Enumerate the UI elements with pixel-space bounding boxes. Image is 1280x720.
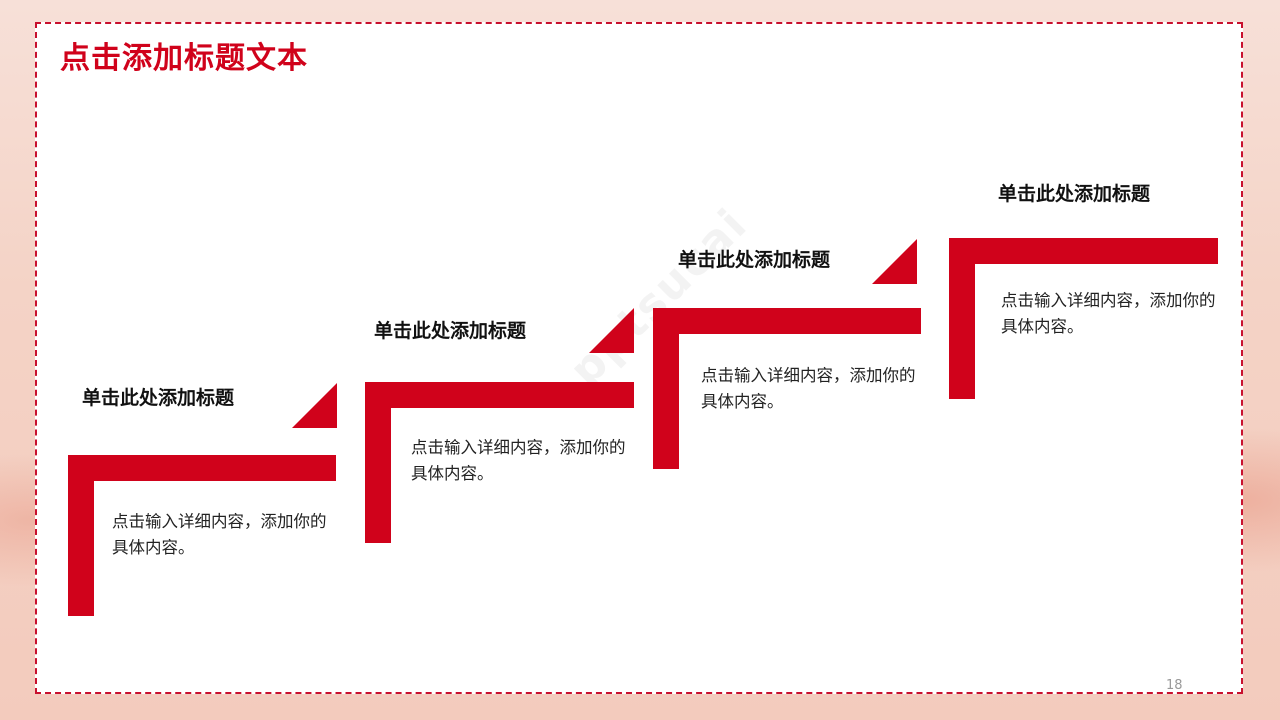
step-1-corner-triangle [292,383,337,428]
step-3-vertical-bar [653,308,679,469]
step-4-horizontal-bar [949,238,1218,264]
step-2-corner-triangle [589,308,634,353]
step-3-corner-triangle [872,239,917,284]
step-2-horizontal-bar [365,382,634,408]
page-number: 18 [1166,678,1183,693]
step-3-horizontal-bar [653,308,921,334]
slide-title[interactable]: 点击添加标题文本 [60,41,308,76]
step-1-horizontal-bar [68,455,336,481]
step-3-description[interactable]: 点击输入详细内容，添加你的具体内容。 [701,366,916,411]
step-4-vertical-bar [949,238,975,399]
slide-card [35,22,1243,694]
step-1-title[interactable]: 单击此处添加标题 [82,387,235,409]
step-1-vertical-bar [68,455,94,616]
step-1-description[interactable]: 点击输入详细内容，添加你的具体内容。 [112,512,327,557]
step-4-description[interactable]: 点击输入详细内容，添加你的具体内容。 [1001,291,1216,336]
step-2-vertical-bar [365,382,391,543]
step-2-description[interactable]: 点击输入详细内容，添加你的具体内容。 [411,438,626,483]
step-2-title[interactable]: 单击此处添加标题 [374,320,527,342]
step-3-title[interactable]: 单击此处添加标题 [678,249,831,271]
step-4-title[interactable]: 单击此处添加标题 [998,183,1151,205]
